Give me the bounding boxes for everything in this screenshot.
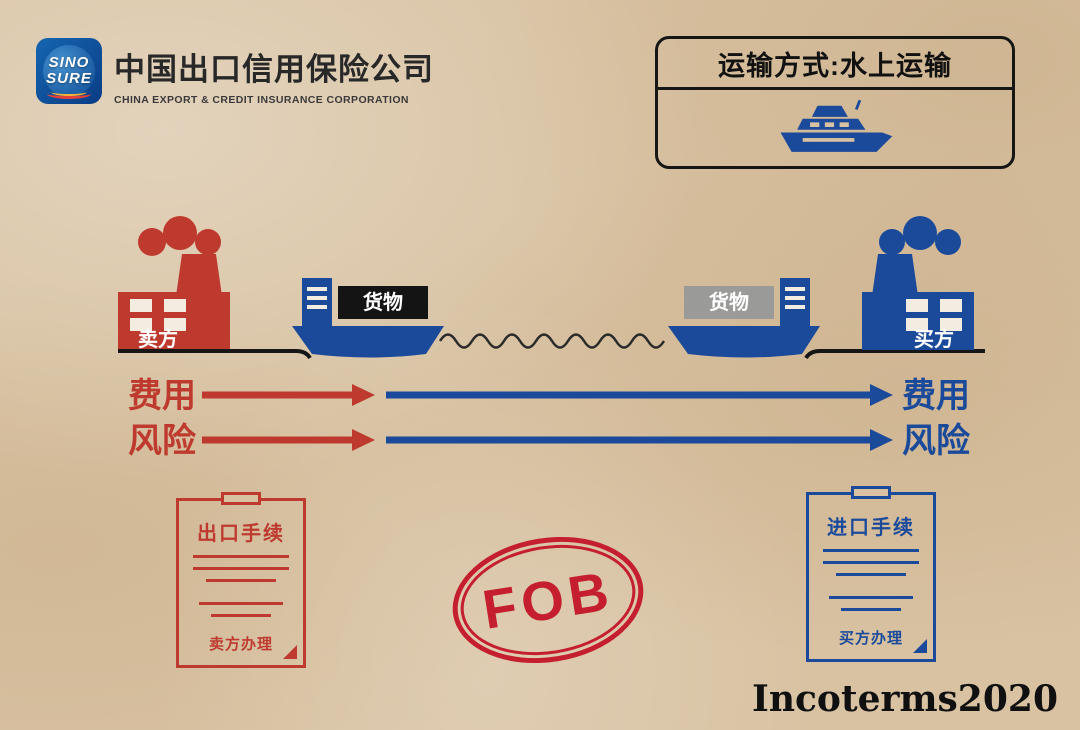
ship-sail-icon bbox=[780, 278, 810, 328]
buyer-label: 买方 bbox=[914, 327, 954, 351]
factory-window bbox=[940, 318, 962, 331]
smoke-puff-icon bbox=[879, 229, 905, 255]
right-quay-line bbox=[804, 349, 985, 360]
doc-text-line bbox=[206, 579, 276, 582]
document-tab bbox=[221, 492, 261, 505]
departure-ship: 货物 bbox=[292, 278, 444, 358]
doc-text-line bbox=[211, 614, 271, 617]
sinosure-logo: SINO SURE bbox=[36, 38, 102, 104]
ship-hull bbox=[668, 326, 820, 358]
factory-window bbox=[130, 299, 152, 312]
cost-arrowhead-buyer bbox=[870, 384, 893, 406]
doc-text-line bbox=[822, 561, 920, 564]
sea-wave-line bbox=[438, 333, 666, 349]
ship-hull bbox=[292, 326, 444, 358]
logo-line-2: SURE bbox=[46, 70, 92, 87]
company-name-chinese: 中国出口信用保险公司 bbox=[114, 52, 434, 87]
incoterms-watermark: Incoterms2020 bbox=[752, 678, 1058, 720]
doc-text-line bbox=[192, 555, 290, 558]
ship-sail-icon bbox=[302, 278, 332, 328]
fob-stamp: FOB bbox=[443, 523, 653, 677]
smoke-puff-icon bbox=[163, 216, 197, 250]
cost-label-right: 费用 bbox=[902, 377, 970, 415]
company-name-english: CHINA EXPORT & CREDIT INSURANCE CORPORAT… bbox=[114, 94, 409, 106]
smoke-puff-icon bbox=[935, 229, 961, 255]
stamp-label: FOB bbox=[478, 559, 618, 641]
doc-text-line bbox=[828, 596, 914, 599]
risk-label-left: 风险 bbox=[128, 421, 197, 460]
risk-arrowhead-buyer bbox=[870, 429, 893, 451]
factory-window bbox=[164, 318, 186, 331]
goods-box-left bbox=[338, 286, 428, 319]
goods-label-right: 货物 bbox=[709, 290, 749, 314]
yacht-icon bbox=[780, 99, 893, 152]
doc-text-line bbox=[836, 573, 906, 576]
factory-window bbox=[906, 299, 928, 312]
arrival-ship: 货物 bbox=[668, 278, 820, 358]
company-name-block: 中国出口信用保险公司 CHINA EXPORT & CREDIT INSURAN… bbox=[114, 44, 434, 106]
sail-stripe bbox=[307, 287, 327, 291]
logo-wordmark: SINO SURE bbox=[46, 53, 92, 88]
left-quay-line bbox=[118, 349, 312, 360]
transport-mode-box: 运输方式:水上运输 bbox=[655, 36, 1015, 169]
smoke-puff-icon bbox=[903, 216, 937, 250]
document-tab bbox=[851, 486, 891, 499]
cost-label-left: 费用 bbox=[128, 377, 196, 415]
sail-stripe bbox=[785, 287, 805, 291]
import-doc-handler: 买方办理 bbox=[838, 630, 903, 647]
logo-line-1: SINO bbox=[48, 53, 90, 71]
transport-mode-title: 运输方式:水上运输 bbox=[658, 39, 1012, 90]
folded-corner-icon bbox=[283, 645, 297, 659]
seller-factory: 卖方 bbox=[118, 216, 230, 351]
doc-text-line bbox=[841, 608, 901, 611]
logo-red-swoosh bbox=[47, 89, 91, 99]
doc-text-line bbox=[822, 549, 920, 552]
folded-corner-icon bbox=[913, 639, 927, 653]
export-doc-handler: 卖方办理 bbox=[208, 636, 273, 653]
import-formalities-document: 进口手续 买方办理 bbox=[806, 486, 936, 662]
import-doc-title: 进口手续 bbox=[827, 517, 915, 539]
goods-box-right bbox=[684, 286, 774, 319]
sail-stripe bbox=[785, 305, 805, 309]
doc-text-line bbox=[198, 602, 284, 605]
export-formalities-document: 出口手续 卖方办理 bbox=[176, 492, 306, 668]
sail-stripe bbox=[307, 305, 327, 309]
buyer-factory: 买方 bbox=[862, 216, 974, 351]
smoke-puff-icon bbox=[138, 228, 166, 256]
factory-window bbox=[164, 299, 186, 312]
export-doc-title: 出口手续 bbox=[197, 523, 285, 545]
factory-chimney bbox=[872, 254, 918, 296]
risk-label-right: 风险 bbox=[902, 421, 971, 460]
smoke-puff-icon bbox=[195, 229, 221, 255]
transport-icon-area bbox=[658, 90, 1012, 164]
factory-window bbox=[940, 299, 962, 312]
factory-chimney bbox=[176, 254, 222, 296]
factory-window bbox=[130, 318, 152, 331]
cost-arrowhead-seller bbox=[352, 384, 375, 406]
doc-text-line bbox=[192, 567, 290, 570]
risk-arrowhead-seller bbox=[352, 429, 375, 451]
sail-stripe bbox=[307, 296, 327, 300]
factory-window bbox=[906, 318, 928, 331]
sail-stripe bbox=[785, 296, 805, 300]
goods-label-left: 货物 bbox=[363, 290, 403, 314]
trade-flow-diagram: 卖方 货物 货物 bbox=[118, 216, 985, 460]
seller-label: 卖方 bbox=[138, 327, 178, 351]
